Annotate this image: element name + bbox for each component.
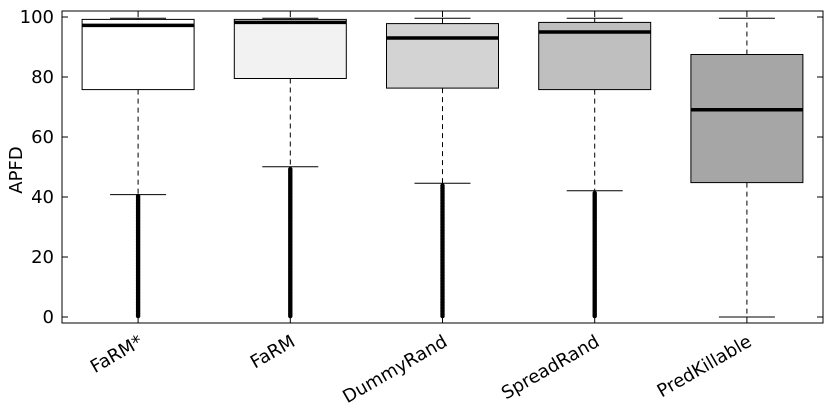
- box-iqr: [233, 18, 347, 79]
- outlier-point: [440, 183, 445, 188]
- box-farm-: [81, 17, 195, 319]
- y-axis: 0 20 40 60 80 100: [20, 7, 823, 328]
- y-axis-label: APFD: [6, 146, 27, 193]
- x-tick-label: FaRM: [247, 331, 299, 373]
- box-predkillable: [690, 17, 804, 318]
- y-tick-label: 80: [31, 67, 54, 88]
- x-tick-label: DummyRand: [339, 331, 451, 408]
- outlier-point: [288, 166, 293, 172]
- box-iqr: [386, 23, 499, 89]
- x-tick-label: FaRM*: [87, 331, 147, 378]
- y-tick-label: 60: [31, 127, 54, 148]
- x-tick-label: SpreadRand: [498, 331, 603, 404]
- y-tick-label: 100: [20, 7, 54, 28]
- x-tick-label: PredKillable: [654, 331, 756, 402]
- box-iqr: [81, 18, 195, 91]
- outlier-point: [592, 190, 597, 196]
- box-farm: [233, 17, 347, 319]
- box-iqr: [690, 54, 804, 184]
- outlier-point: [135, 193, 141, 199]
- boxes-layer: [81, 17, 804, 319]
- y-tick-label: 40: [31, 187, 54, 208]
- y-tick-label: 20: [31, 247, 54, 268]
- box-spreadrand: [538, 17, 652, 319]
- box-dummyrand: [386, 17, 499, 319]
- y-tick-label: 0: [43, 307, 54, 328]
